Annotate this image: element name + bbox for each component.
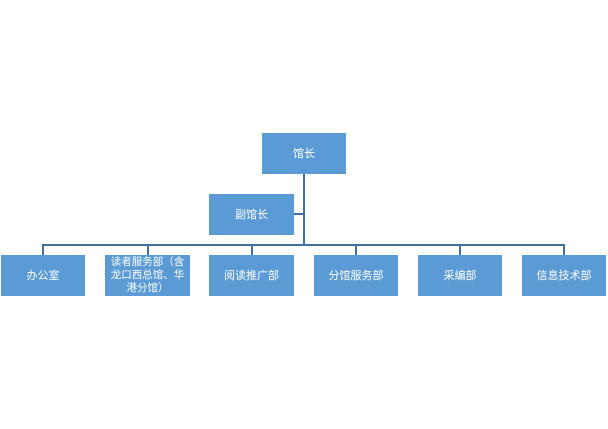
department-box-reading-promotion: 阅读推广部 [209,255,294,296]
connector-drop [459,244,461,255]
connector-director-trunk [303,174,305,246]
connector-drop [147,244,149,255]
department-box-acquisition: 采编部 [418,255,502,296]
connector-drop [563,244,565,255]
connector-drop [42,244,44,255]
connector-horizontal-bus [42,244,565,246]
director-box: 馆长 [262,133,346,174]
connector-drop [355,244,357,255]
deputy-director-box: 副馆长 [209,194,294,235]
connector-drop [251,244,253,255]
department-box-it: 信息技术部 [522,255,606,296]
department-box-office: 办公室 [1,255,85,296]
department-box-branch-services: 分馆服务部 [314,255,398,296]
department-box-reader-services: 读者服务部（含龙口西总馆、华港分馆） [105,255,190,296]
connector-deputy [294,213,304,215]
